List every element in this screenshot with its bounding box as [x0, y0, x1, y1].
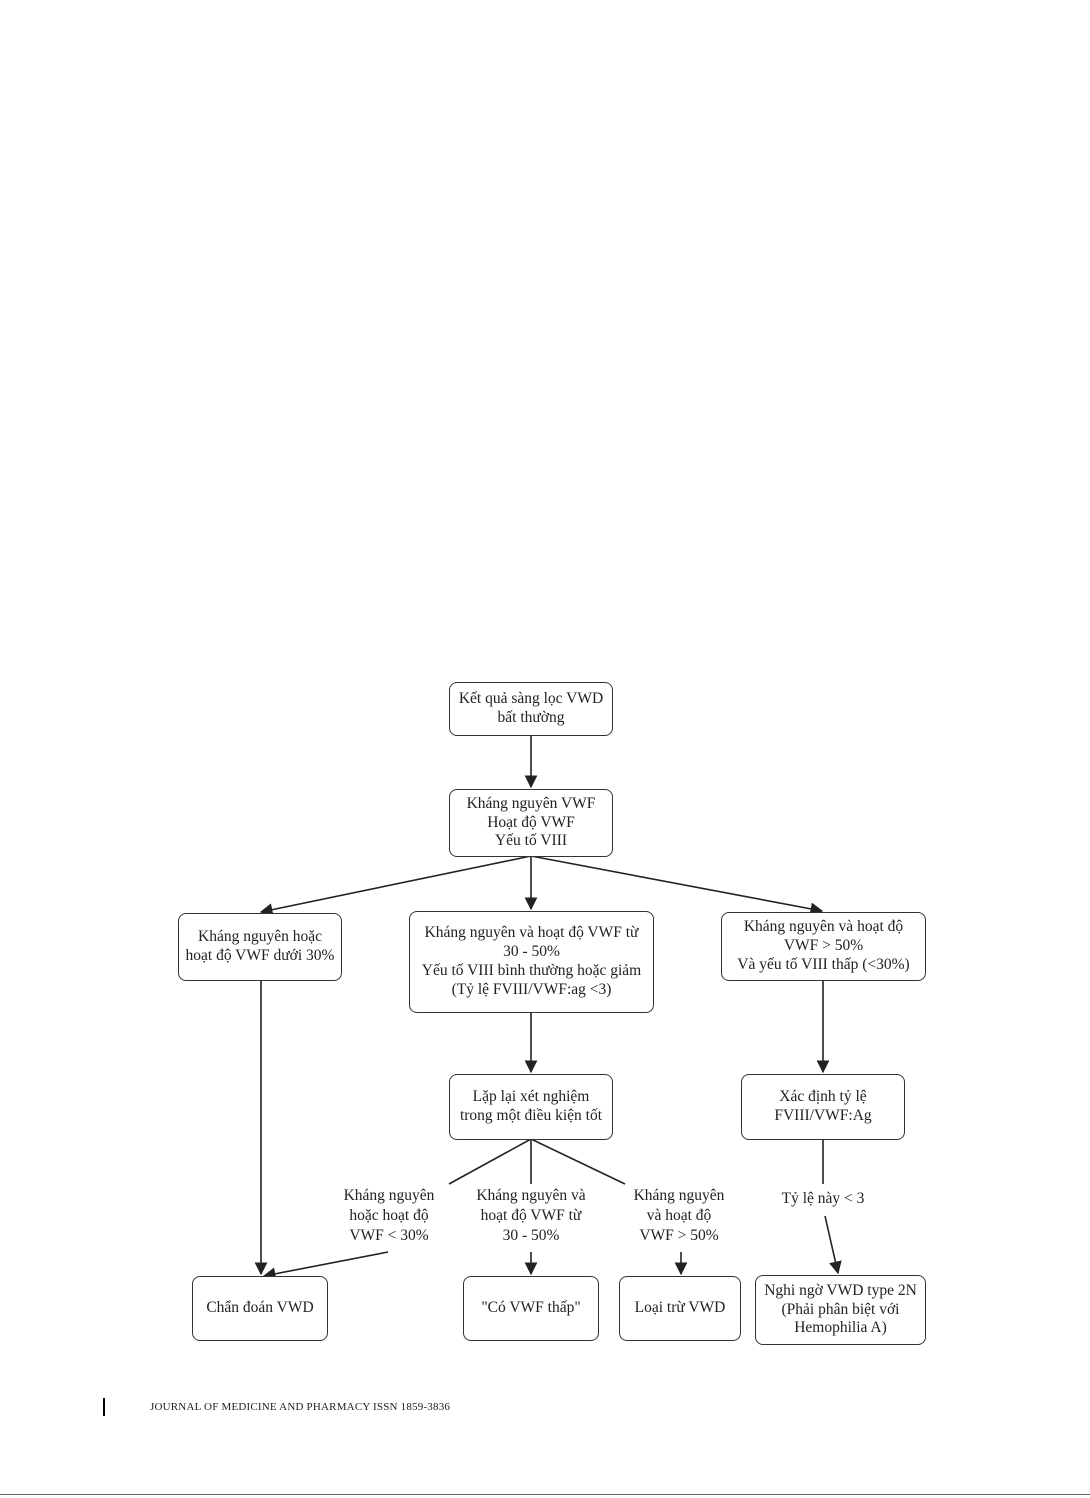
- page-bottom-rule: [0, 1494, 1090, 1495]
- footer-bar: [103, 1398, 105, 1416]
- edge-label-to-type2n: [824, 1215, 842, 1275]
- node-low-vwf: "Có VWF thấp": [463, 1276, 599, 1341]
- node-exclude-vwd: Loại trừ VWD: [619, 1276, 741, 1341]
- edge-label-to-diag: [262, 1251, 389, 1281]
- node-determine-ratio: Xác định tỷ lệ FVIII/VWF:Ag: [741, 1074, 905, 1140]
- edge-label-ratio-under3: Tỷ lệ này < 3: [768, 1189, 878, 1210]
- node-vwf-tests: Kháng nguyên VWF Hoạt độ VWF Yếu tố VIII: [449, 789, 613, 857]
- node-low-under30: Kháng nguyên hoặc hoạt độ VWF dưới 30%: [178, 913, 342, 981]
- node-diagnose-vwd: Chẩn đoán VWD: [192, 1276, 328, 1341]
- node-suspect-type2n: Nghi ngờ VWD type 2N (Phải phân biệt với…: [755, 1275, 926, 1345]
- node-screening-result: Kết quả sàng lọc VWD bất thường: [449, 682, 613, 736]
- edge-tests-to-under30: [259, 855, 532, 916]
- edge-repeat-right-branch: [530, 1138, 626, 1185]
- journal-footer: JOURNAL OF MEDICINE AND PHARMACY ISSN 18…: [150, 1401, 451, 1413]
- node-repeat-test: Lặp lại xét nghiệm trong một điều kiện t…: [449, 1074, 613, 1140]
- edge-repeat-left-branch: [448, 1138, 532, 1185]
- edge-label-over50: Kháng nguyên và hoạt độ VWF > 50%: [624, 1186, 734, 1247]
- edge-tests-to-over50: [530, 855, 824, 916]
- node-range-30-50: Kháng nguyên và hoạt độ VWF từ 30 - 50% …: [409, 911, 654, 1013]
- edge-label-under30: Kháng nguyên hoặc hoạt độ VWF < 30%: [334, 1186, 444, 1247]
- node-over50-low-fviii: Kháng nguyên và hoạt độ VWF > 50% Và yếu…: [721, 912, 926, 981]
- edge-label-30-50: Kháng nguyên và hoạt độ VWF từ 30 - 50%: [466, 1186, 596, 1247]
